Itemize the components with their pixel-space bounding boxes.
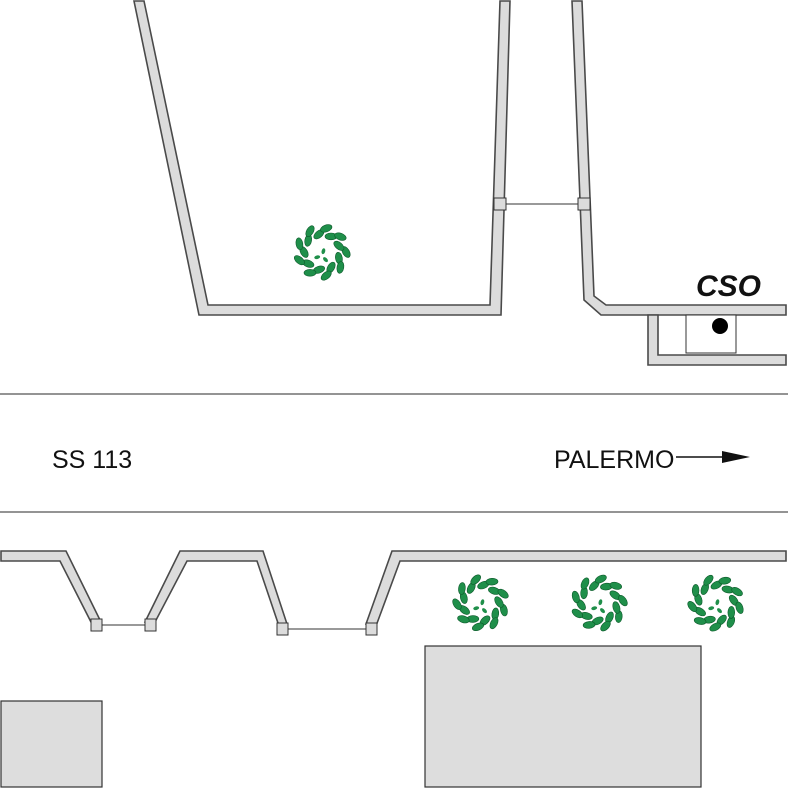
building-bottom-right: [424, 645, 702, 788]
bottom-gate-1-post-left: [90, 618, 103, 632]
black-dot-marker-icon: [712, 318, 728, 334]
cso-building-wall: [647, 314, 787, 366]
trees-layer: [294, 224, 744, 632]
bottom-gate-1-post-right: [144, 618, 157, 632]
top-gate-post-right: [577, 197, 591, 211]
tree-canopy-icon: [687, 574, 744, 632]
tree-canopy-icon: [571, 574, 628, 632]
arrow-right-icon: [676, 451, 750, 463]
tree-canopy-icon: [294, 224, 351, 281]
road-name-label: SS 113: [52, 446, 132, 474]
top-right-wall: [571, 0, 787, 316]
bottom-wall: [0, 550, 102, 626]
bottom-gate-2-post-right: [365, 622, 378, 636]
bottom-gate-2-post-left: [276, 622, 289, 636]
top-left-enclosure-wall: [133, 0, 511, 316]
building-bottom-left: [0, 700, 103, 788]
direction-label: PALERMO: [554, 446, 674, 474]
bottom-wall-segment-2: [143, 550, 289, 627]
top-gate-post-left: [493, 197, 507, 211]
cso-label: CSO: [696, 270, 761, 303]
cso-box: [685, 314, 737, 354]
tree-canopy-icon: [452, 574, 509, 632]
